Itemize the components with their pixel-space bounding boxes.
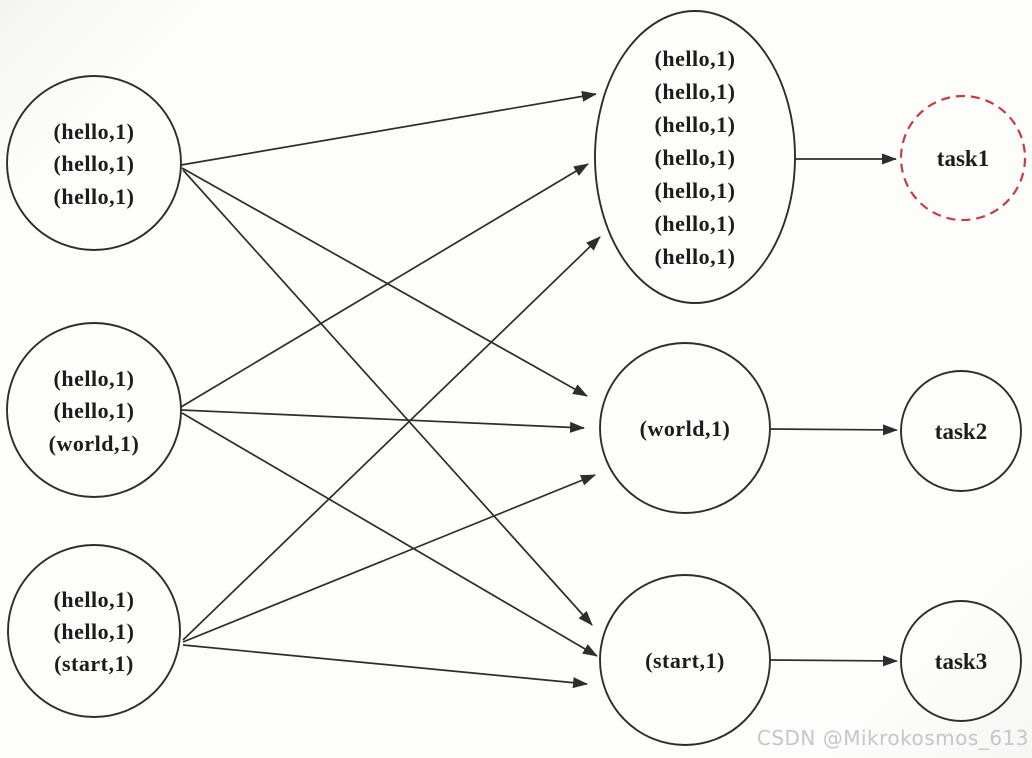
source-node-3: (hello,1) (hello,1) (start,1) — [7, 544, 181, 718]
hello-group-line-2: (hello,1) — [655, 79, 736, 104]
task3-node: task3 — [900, 600, 1022, 722]
start-group-label: (start,1) — [645, 648, 725, 673]
edge-source3-to-world-group — [182, 474, 596, 643]
hello-group-line-7: (hello,1) — [655, 244, 736, 269]
edge-source2-to-world-group — [180, 409, 585, 433]
source-node-3-line-1: (hello,1) — [54, 587, 135, 612]
edges-sources-to-groups — [180, 90, 601, 689]
edge-source3-to-hello-group — [182, 236, 601, 641]
edge-source3-to-start-group — [182, 644, 588, 689]
source-node-2-line-2: (hello,1) — [54, 398, 135, 423]
hello-group-line-1: (hello,1) — [655, 46, 736, 71]
hello-group-ellipse — [594, 10, 796, 304]
source-node-1-circle — [6, 75, 182, 251]
edge-world-group-to-task2 — [769, 424, 898, 436]
hello-group-line-6: (hello,1) — [655, 211, 736, 236]
world-group-label: (world,1) — [640, 416, 731, 441]
source-node-1-line-1: (hello,1) — [54, 119, 135, 144]
task2-circle — [900, 370, 1022, 492]
edge-start-group-to-task3 — [769, 655, 898, 667]
hello-group-line-4: (hello,1) — [655, 145, 736, 170]
world-group-node: (world,1) — [599, 342, 771, 514]
task2-label: task2 — [935, 419, 987, 444]
source-node-2: (hello,1) (hello,1) (world,1) — [6, 322, 182, 498]
world-group-circle — [599, 342, 771, 514]
source-node-1: (hello,1) (hello,1) (hello,1) — [6, 75, 182, 251]
source-node-3-line-3: (start,1) — [54, 651, 134, 676]
source-node-2-circle — [6, 322, 182, 498]
task3-circle — [900, 600, 1022, 722]
edge-source2-to-hello-group — [180, 163, 589, 408]
hello-group-line-3: (hello,1) — [655, 112, 736, 137]
edge-source1-to-world-group — [181, 167, 588, 397]
hello-group-line-5: (hello,1) — [655, 178, 736, 203]
watermark-text: CSDN @Mikrokosmos_613 — [757, 726, 1029, 750]
start-group-node: (start,1) — [599, 574, 771, 746]
task1-label: task1 — [937, 146, 989, 171]
source-node-2-line-1: (hello,1) — [54, 366, 135, 391]
task3-label: task3 — [935, 649, 987, 674]
source-node-1-line-2: (hello,1) — [54, 151, 135, 176]
edge-source1-to-hello-group — [180, 90, 597, 166]
source-node-3-line-2: (hello,1) — [54, 619, 135, 644]
edges-groups-to-tasks — [769, 153, 898, 667]
hello-group-node: (hello,1) (hello,1) (hello,1) (hello,1) … — [594, 10, 796, 304]
task1-circle-dashed — [899, 94, 1027, 222]
start-group-circle — [599, 574, 771, 746]
source-node-2-line-3: (world,1) — [49, 431, 140, 456]
task1-node: task1 — [899, 94, 1027, 222]
source-node-3-circle — [7, 544, 181, 718]
source-node-1-line-3: (hello,1) — [54, 184, 135, 209]
edge-source2-to-start-group — [181, 412, 598, 657]
task2-node: task2 — [900, 370, 1022, 492]
edge-source1-to-start-group — [182, 169, 593, 626]
